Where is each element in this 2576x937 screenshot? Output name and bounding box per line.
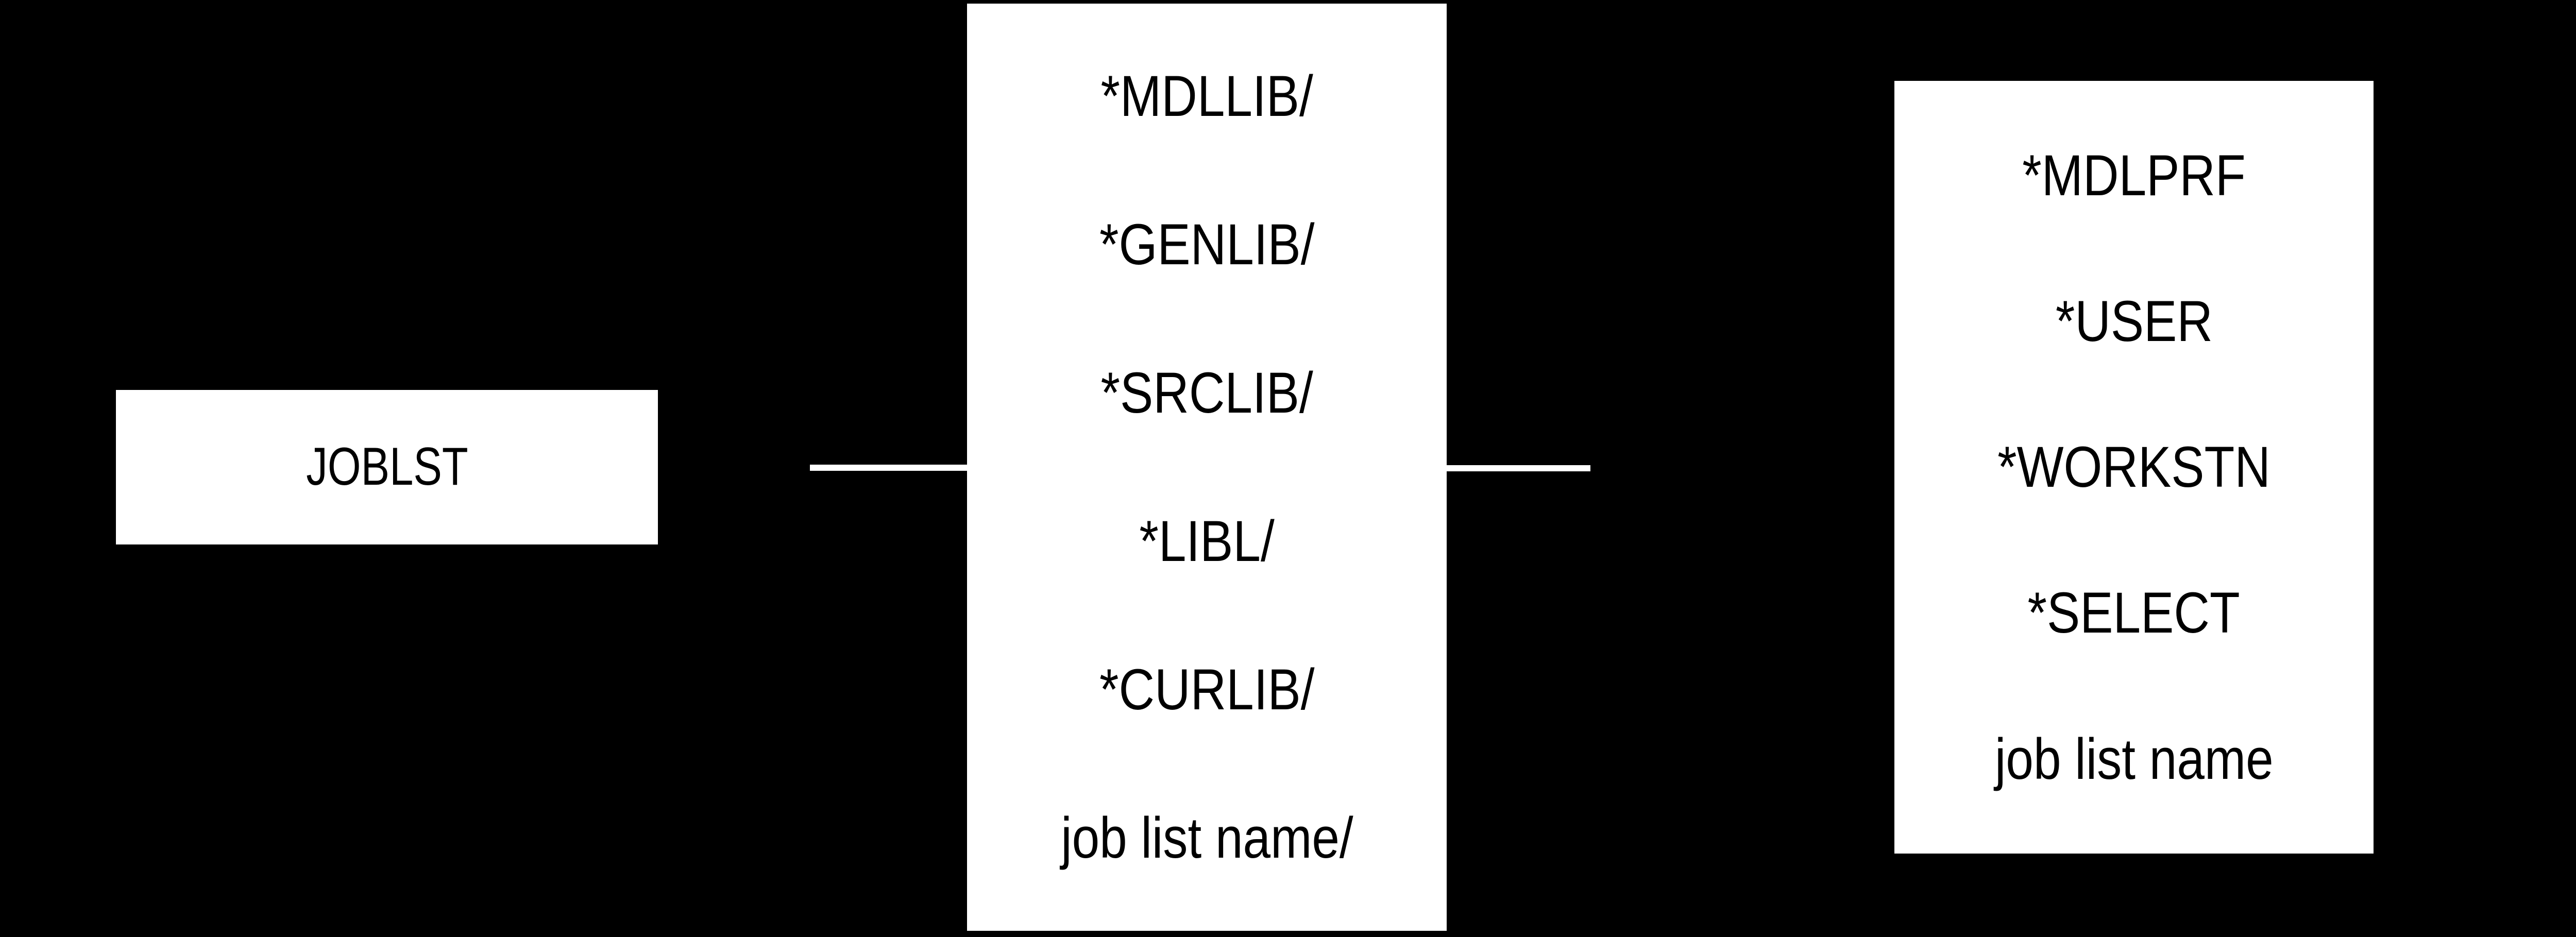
joblist-option-workstn: *WORKSTN [1997, 435, 2270, 500]
joblist-option-select: *SELECT [2027, 581, 2241, 645]
joblist-option-job-list-name: job list name [1994, 726, 2274, 791]
joblst-keyword-box: JOBLST [116, 390, 658, 544]
library-option-libl: *LIBL/ [1139, 509, 1275, 574]
library-qualifier-box: *MDLLIB/ *GENLIB/ *SRCLIB/ *LIBL/ *CURLI… [967, 4, 1447, 931]
joblist-option-user: *USER [2055, 288, 2213, 353]
library-option-curlib: *CURLIB/ [1099, 657, 1315, 722]
library-option-mdllib: *MDLLIB/ [1100, 64, 1313, 129]
library-option-genlib: *GENLIB/ [1099, 212, 1315, 277]
joblist-option-mdlprf: *MDLPRF [2022, 143, 2246, 208]
library-option-srclib: *SRCLIB/ [1100, 361, 1313, 425]
joblist-selection-box: *MDLPRF *USER *WORKSTN *SELECT job list … [1894, 81, 2374, 854]
joblst-keyword-label: JOBLST [306, 437, 468, 497]
connector-joblst-to-library-qualifier [810, 465, 967, 471]
library-option-job-list-name: job list name/ [1060, 806, 1353, 871]
connector-library-qualifier-to-job-list-selection [1447, 465, 1590, 471]
